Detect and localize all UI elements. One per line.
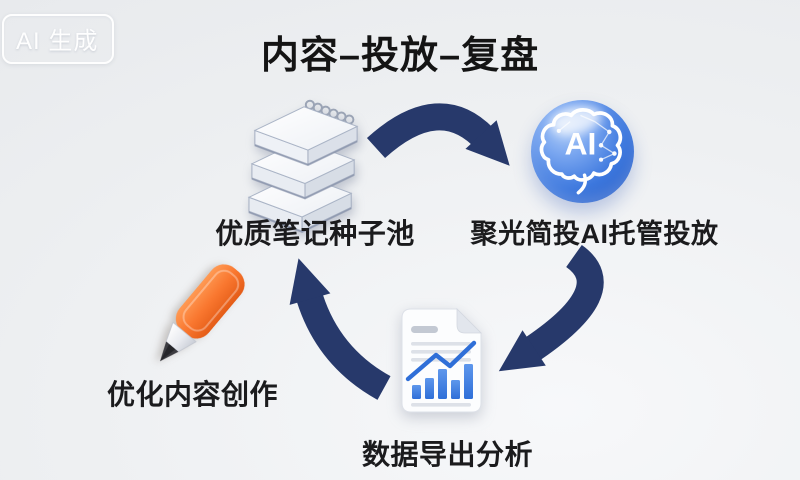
chart-document-icon [394,306,490,416]
pencil-icon [136,254,260,378]
arrow-ai-to-data [498,244,604,372]
ai-sphere-label: AI [564,126,596,162]
label-content-optimize: 优化内容创作 [106,379,278,410]
doc-line-chart [405,340,477,382]
label-seed-pool: 优质笔记种子池 [215,218,415,249]
ai-brain-icon: AI [531,100,634,203]
doc-bar-chart [412,364,473,399]
label-ai-delivery: 聚光简投AI托管投放 [470,219,719,249]
page-title: 内容–投放–复盘 [260,35,540,77]
notebook-stack-icon [247,95,365,235]
label-data-export: 数据导出分析 [361,439,533,470]
ai-generated-badge: AI 生成 [2,14,115,64]
arrow-data-to-seed [289,258,391,400]
arrow-seed-to-ai [366,103,510,166]
brain-outline [539,108,623,182]
